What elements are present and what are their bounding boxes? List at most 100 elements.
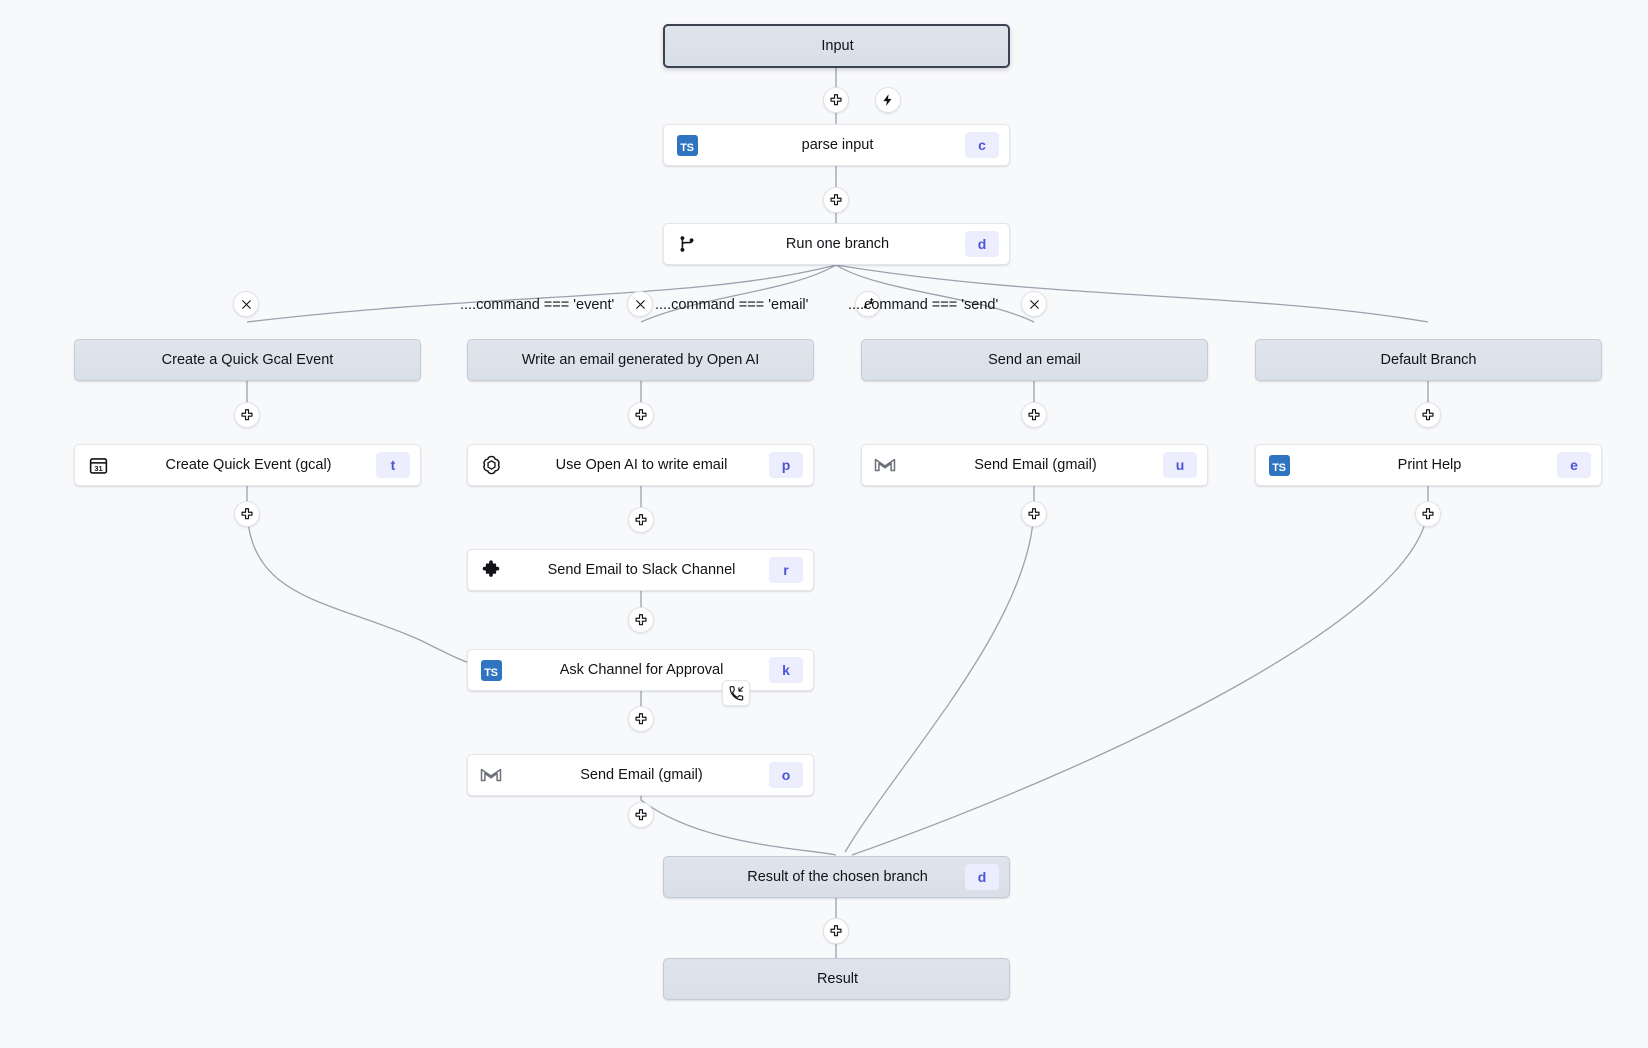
branch-head-write-an-email[interactable]: Write an email generated by Open AI [467,339,814,381]
node-send-email-gmail-u-badge: u [1163,452,1197,478]
plus-icon [830,925,842,937]
approval-required-badge[interactable] [722,680,750,706]
plus-icon [635,809,647,821]
print-help-icon-slot: TS [1256,454,1302,476]
add-step-handle-parse[interactable] [823,187,849,213]
plus-icon [1422,409,1434,421]
add-step-handle-branch-1[interactable] [234,402,260,428]
plus-icon [635,713,647,725]
plus-icon [635,514,647,526]
node-result-badge [965,966,999,992]
branch-head-send-an-email[interactable]: Send an email [861,339,1208,381]
slack-icon-slot [468,559,514,581]
plus-icon [1422,508,1434,520]
node-result-label: Result [816,971,859,987]
node-print-help-label: Print Help [1397,457,1462,473]
node-run-one-branch-label: Run one branch [785,236,890,252]
close-icon [635,299,645,309]
plus-icon [830,194,842,206]
node-send-email-gmail-o-badge: o [769,762,803,788]
remove-branch-handle-1[interactable] [233,291,259,317]
node-input-badge [964,33,998,59]
branch-head-create-quick-gcal-event[interactable]: Create a Quick Gcal Event [74,339,421,381]
node-parse-input-badge: c [965,132,999,158]
add-step-handle-approval[interactable] [628,706,654,732]
plus-icon [241,508,253,520]
node-send-email-gmail-u[interactable]: Send Email (gmail) u [861,444,1208,486]
node-result-of-chosen-branch-label: Result of the chosen branch [747,869,928,885]
node-create-quick-event-gcal[interactable]: 31 Create Quick Event (gcal) t [74,444,421,486]
gcal-icon-slot: 31 [75,455,121,476]
close-icon [1029,299,1039,309]
add-step-handle-gmail-o[interactable] [628,802,654,828]
openai-icon [482,455,500,474]
node-use-open-ai-label: Use Open AI to write email [555,457,728,473]
plus-icon [635,614,647,626]
add-step-handle-branch-4[interactable] [1415,402,1441,428]
puzzle-icon [482,560,500,577]
gmail-icon-slot [468,763,514,787]
ts-icon: TS [480,659,502,681]
gmail-icon [480,768,502,782]
branch-head-2-label: Write an email generated by Open AI [521,352,760,368]
node-use-open-ai-badge: p [769,452,803,478]
node-send-email-slack-badge: r [769,557,803,583]
add-step-handle-print-help[interactable] [1415,501,1441,527]
add-step-handle-gcal[interactable] [234,501,260,527]
node-parse-input[interactable]: TS parse input c [663,124,1010,166]
branch-head-3-label: Send an email [988,352,1081,368]
node-print-help[interactable]: TS Print Help e [1255,444,1602,486]
gmail-icon-slot [862,453,908,477]
add-branch-handle[interactable] [855,291,881,317]
calendar-icon: 31 [89,457,107,474]
node-ask-channel-label: Ask Channel for Approval [559,662,724,678]
node-use-open-ai-to-write-email[interactable]: Use Open AI to write email p [467,444,814,486]
add-step-handle-branch-2[interactable] [628,402,654,428]
plus-icon [241,409,253,421]
add-step-handle-input[interactable] [823,87,849,113]
node-result-of-chosen-branch[interactable]: Result of the chosen branch d [663,856,1010,898]
ask-approval-icon-slot: TS [468,659,514,681]
add-step-handle-slack[interactable] [628,607,654,633]
add-branch-icon [863,297,873,308]
ts-icon: TS [676,134,698,156]
add-step-handle-branch-result[interactable] [823,918,849,944]
close-icon [241,299,251,309]
branch-icon [680,236,694,252]
svg-text:31: 31 [94,463,102,472]
branch-condition-1: ....command === 'event' [460,297,615,313]
lightning-icon [883,94,892,106]
add-step-handle-gmail-u[interactable] [1021,501,1047,527]
node-input-label: Input [821,38,854,54]
plus-icon [1028,409,1040,421]
branch-condition-3: ....command === 'send' [848,297,999,313]
node-result[interactable]: Result [663,958,1010,1000]
node-send-email-slack-label: Send Email to Slack Channel [547,562,736,578]
remove-branch-handle-3[interactable] [1021,291,1047,317]
node-input[interactable]: Input [663,24,1010,68]
plus-icon [635,409,647,421]
node-send-email-to-slack-channel[interactable]: Send Email to Slack Channel r [467,549,814,591]
node-print-help-badge: e [1557,452,1591,478]
add-step-handle-branch-3[interactable] [1021,402,1047,428]
node-ask-channel-for-approval[interactable]: TS Ask Channel for Approval k [467,649,814,691]
node-create-quick-event-badge: t [376,452,410,478]
branch-condition-2: ....command === 'email' [655,297,809,313]
ts-icon: TS [1268,454,1290,476]
trigger-handle[interactable] [875,87,901,113]
node-send-email-gmail-o-label: Send Email (gmail) [580,767,703,783]
run-branch-icon-slot [664,234,710,254]
node-run-one-branch[interactable]: Run one branch d [663,223,1010,265]
remove-branch-handle-2[interactable] [627,291,653,317]
branch-head-4-label: Default Branch [1380,352,1477,368]
node-result-of-chosen-branch-badge: d [965,864,999,890]
branch-head-default-branch[interactable]: Default Branch [1255,339,1602,381]
plus-icon [1028,508,1040,520]
node-send-email-gmail-o[interactable]: Send Email (gmail) o [467,754,814,796]
add-step-handle-openai[interactable] [628,507,654,533]
parse-input-icon-slot: TS [664,134,710,156]
node-send-email-gmail-u-label: Send Email (gmail) [974,457,1097,473]
node-ask-channel-badge: k [769,657,803,683]
branch-head-1-label: Create a Quick Gcal Event [161,352,334,368]
